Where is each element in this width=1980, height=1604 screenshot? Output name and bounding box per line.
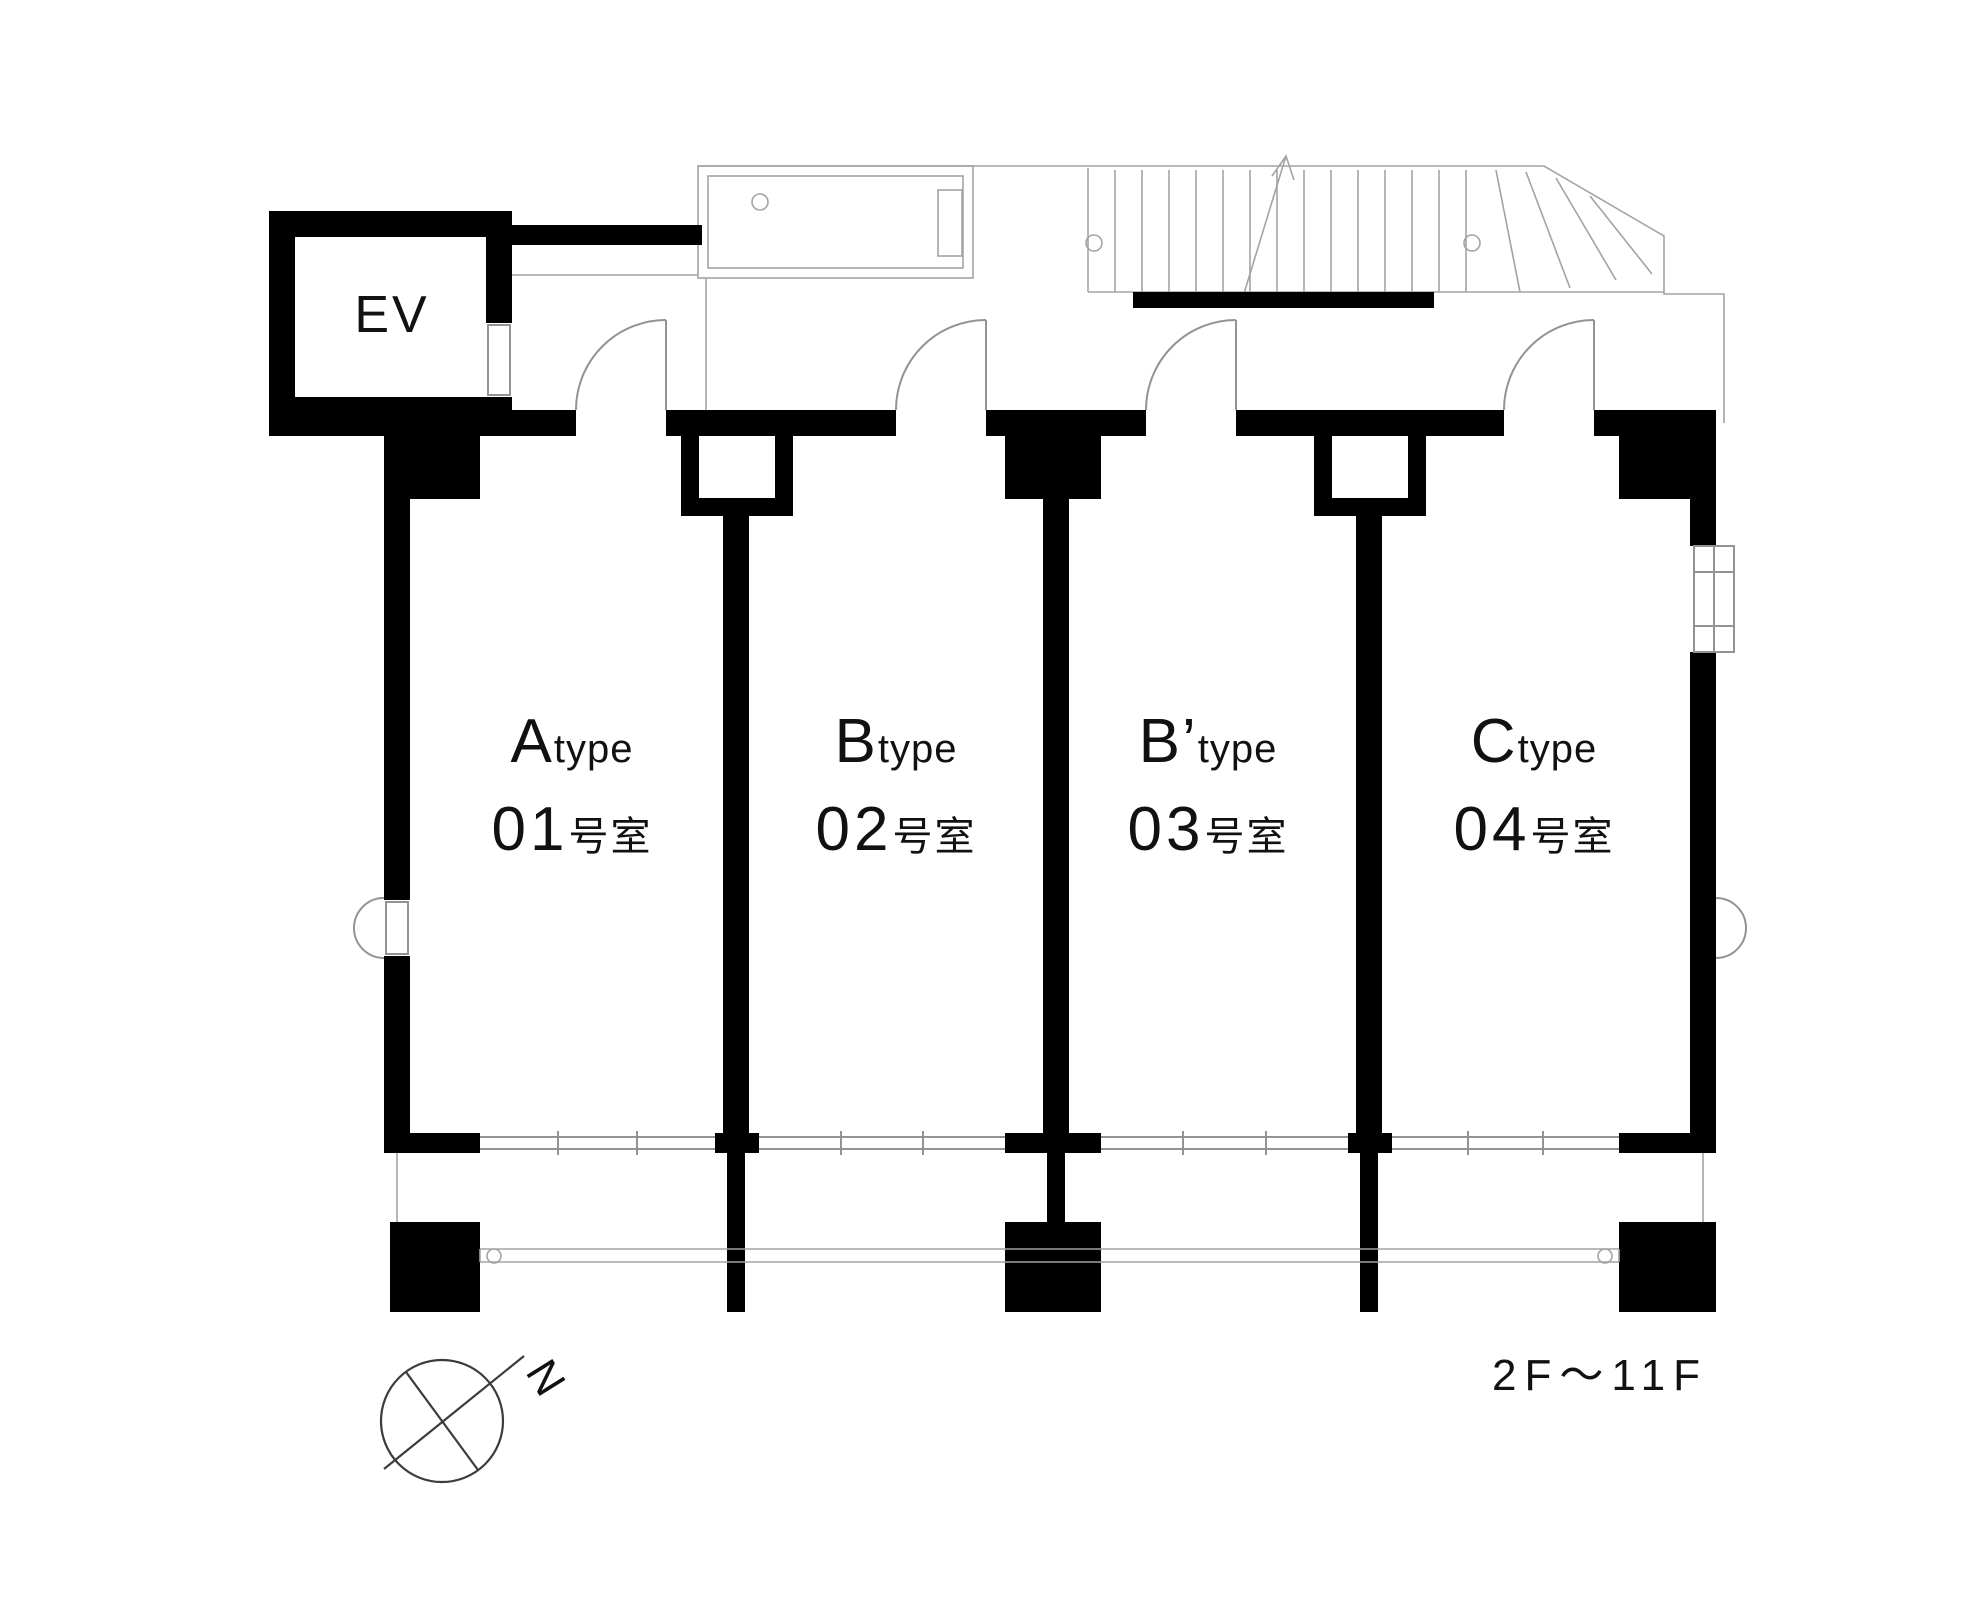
stair-treads-fan	[1495, 169, 1653, 293]
bottom-window-c	[1392, 1131, 1619, 1155]
unit-b2-door	[1145, 319, 1237, 411]
ev-wall-right	[486, 211, 512, 323]
windows	[480, 545, 1735, 1155]
bottom-wall-seg3	[1005, 1133, 1101, 1153]
staircase	[1087, 154, 1664, 301]
left-slot-gap	[384, 900, 410, 956]
column-bottom-middle	[1005, 1222, 1101, 1312]
balcony-rail-knob-left-icon	[486, 1248, 502, 1264]
stair-direction-arrow-icon	[1271, 154, 1295, 181]
right-side-window	[1693, 545, 1735, 653]
compass-north-label: N	[516, 1351, 574, 1404]
divider-b2-c	[1356, 516, 1382, 1152]
unit-a-label: Atype 01号室	[492, 707, 653, 864]
top-wall-seg1	[512, 410, 576, 436]
door-swing-arc	[1145, 319, 1237, 411]
bottom-wall-seg4	[1348, 1133, 1392, 1153]
balcony-rail-ends	[479, 1249, 1620, 1262]
niche-bc-bottom	[1314, 498, 1426, 516]
unit-b-room: 02号室	[816, 795, 977, 864]
stair-handrail-wall	[1133, 292, 1434, 308]
unit-c-type: Ctype	[1471, 707, 1597, 776]
unit-b-label: Btype 02号室	[816, 707, 977, 864]
balcony	[396, 1153, 1704, 1264]
doors	[353, 319, 1747, 959]
stair-direction-line	[1241, 155, 1287, 301]
wall-right-outer	[1690, 436, 1716, 1133]
bottom-wall-seg2	[715, 1133, 759, 1153]
compass-needle	[383, 1355, 525, 1470]
niche-bc-right	[1408, 436, 1426, 516]
left-wall-arc	[353, 897, 385, 959]
balcony-stub-b2c	[1360, 1153, 1378, 1312]
top-wall-seg4	[1236, 410, 1504, 436]
unit-c-door	[1503, 319, 1595, 411]
bottom-window-a	[480, 1131, 715, 1155]
stair-knob-left-icon	[1085, 234, 1103, 252]
left-wall-slot	[385, 901, 409, 955]
unit-c-label: Ctype 04号室	[1454, 707, 1615, 864]
stair-landing-inner	[707, 175, 964, 269]
floor-range-label: 2F～11F	[1492, 1351, 1708, 1400]
stair-knob-right-icon	[1463, 234, 1481, 252]
stair-treads	[1114, 170, 1467, 292]
niche-ab-right	[775, 436, 793, 516]
top-wall-seg2	[666, 410, 896, 436]
compass-crossline	[405, 1371, 479, 1471]
stair-landing-outer	[697, 165, 974, 279]
door-swing-arc	[1503, 319, 1595, 411]
elevator-door	[487, 324, 511, 396]
right-wall-arc	[1715, 897, 1747, 959]
bottom-wall-seg5	[1619, 1133, 1716, 1153]
elevator-label: EV	[354, 286, 429, 344]
unit-a-door	[575, 319, 667, 411]
unit-b2-room: 03号室	[1128, 795, 1289, 864]
compass	[379, 1355, 525, 1484]
column-bottom-right	[1619, 1222, 1716, 1312]
wall-left-outer	[384, 436, 410, 1133]
niche-bc-left	[1314, 436, 1332, 516]
balcony-rail-knob-right-icon	[1597, 1248, 1613, 1264]
balcony-stub-bb2	[1047, 1153, 1065, 1222]
ev-corridor-wall	[512, 225, 702, 245]
divider-a-b	[723, 516, 749, 1152]
door-swing-arc	[575, 319, 667, 411]
unit-b-type: Btype	[835, 707, 958, 776]
niche-ab-bottom	[681, 498, 793, 516]
door-swing-arc	[895, 319, 987, 411]
unit-b2-label: B’type 03号室	[1128, 707, 1289, 864]
landing-knob-icon	[751, 193, 769, 211]
ev-wall-left	[269, 211, 295, 423]
compass-circle	[379, 1358, 505, 1484]
unit-a-type: Atype	[511, 707, 634, 776]
unit-b2-type: B’type	[1139, 707, 1278, 776]
bottom-window-b	[759, 1131, 1005, 1155]
balcony-stub-ab	[727, 1153, 745, 1312]
ev-wall-top	[269, 211, 512, 237]
divider-b-b2	[1043, 436, 1069, 1152]
niche-ab-left	[681, 436, 699, 516]
corridor-top-edge	[698, 165, 1725, 423]
bottom-window-b2	[1101, 1131, 1348, 1155]
column-bottom-left	[390, 1222, 480, 1312]
corridor-outline	[512, 165, 1725, 423]
bottom-wall-seg1	[384, 1133, 480, 1153]
stair-landing-detail	[937, 189, 963, 257]
unit-c-room: 04号室	[1454, 795, 1615, 864]
unit-b-door	[895, 319, 987, 411]
unit-a-room: 01号室	[492, 795, 653, 864]
